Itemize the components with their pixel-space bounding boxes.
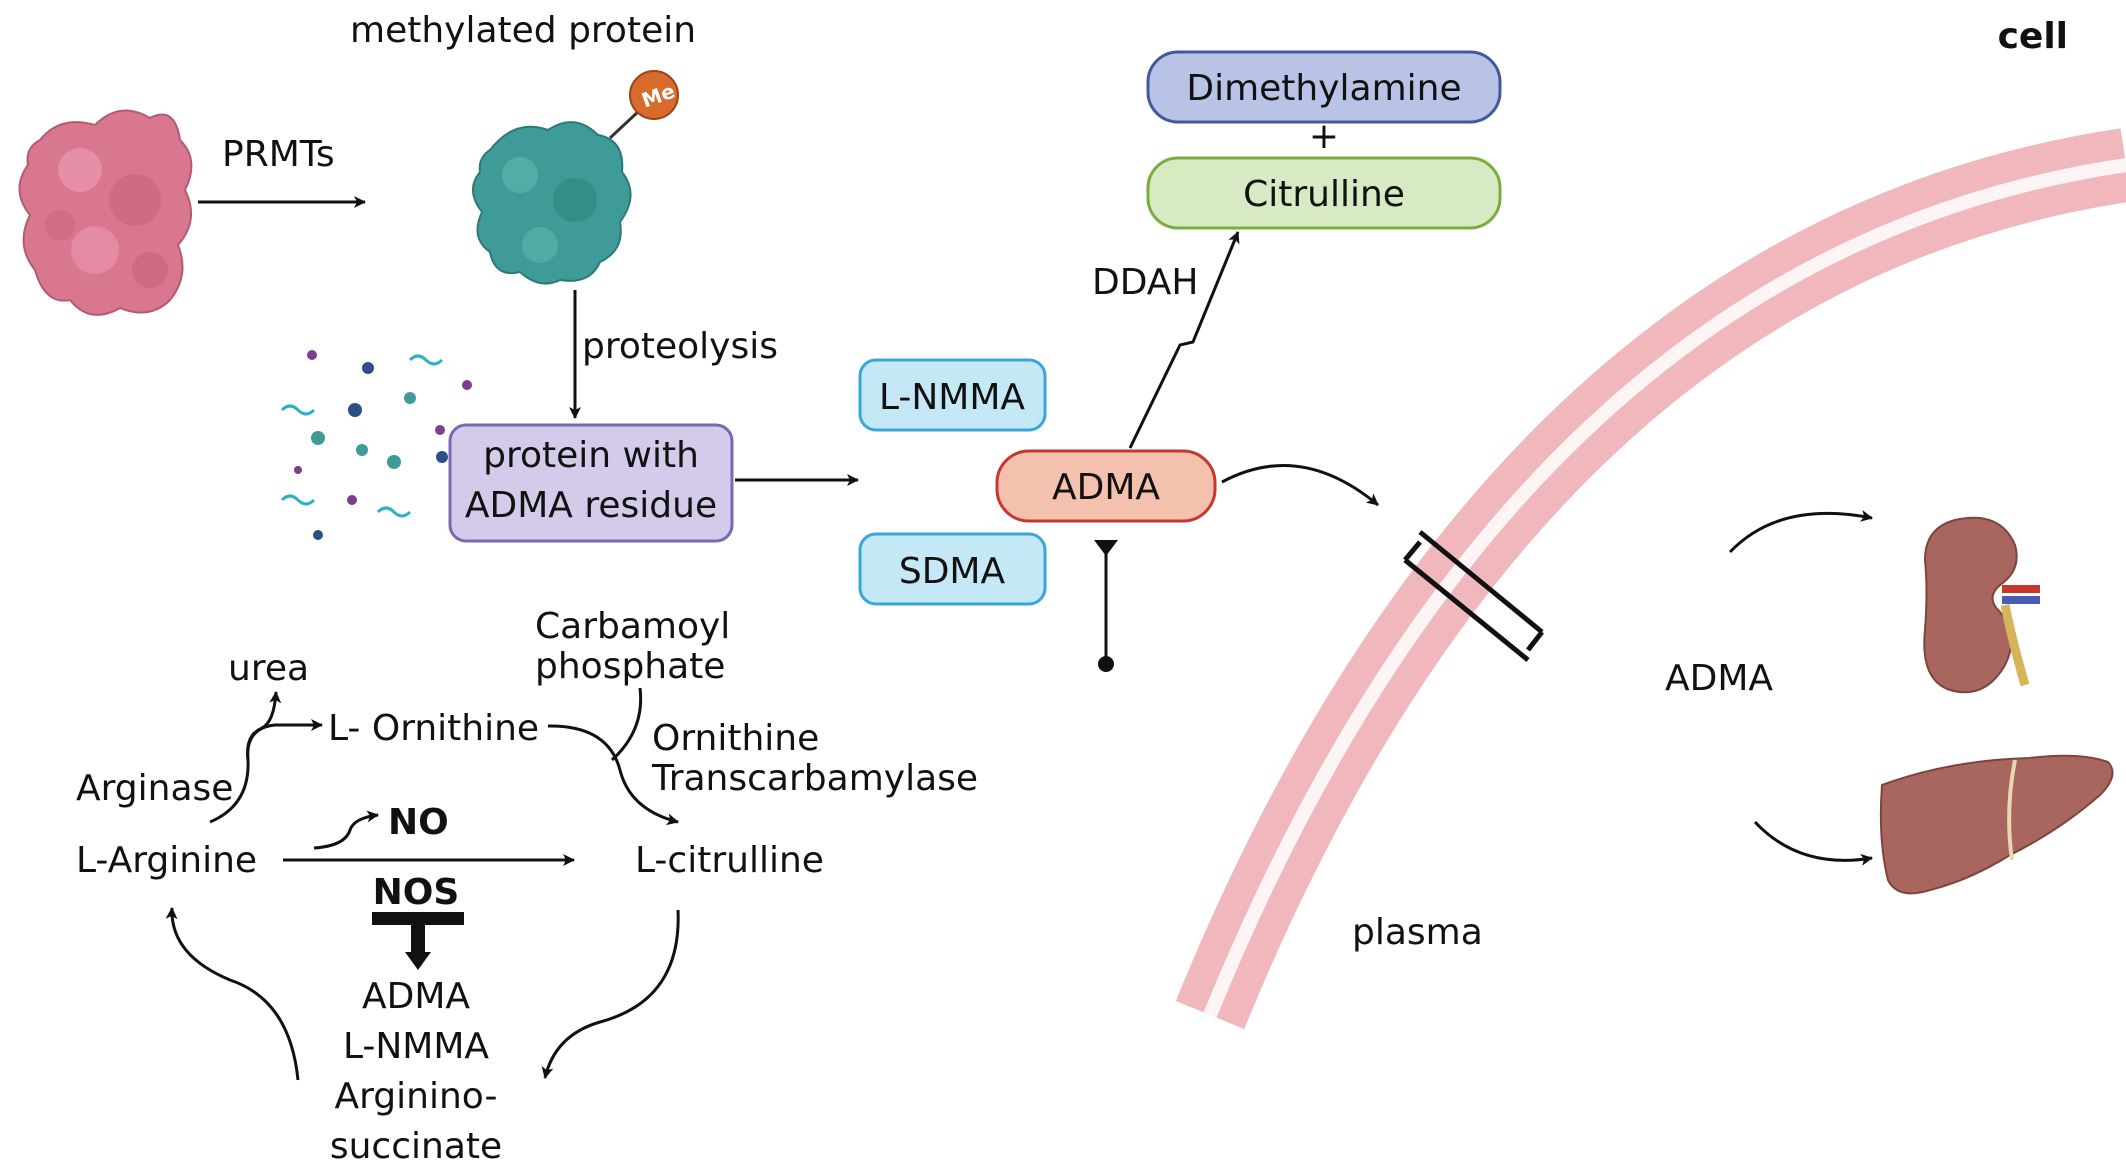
lnmma-box-label: L-NMMA xyxy=(879,377,1025,418)
prmts-label: PRMTs xyxy=(222,134,335,175)
citrulline-return-arrow xyxy=(541,909,680,1079)
to-liver-arrow xyxy=(1753,820,1873,866)
plus-sign: + xyxy=(1309,116,1339,157)
pink-protein-icon xyxy=(18,109,193,316)
l-ornithine-label: L- Ornithine xyxy=(328,708,539,749)
ornithine-to-citrulline-arrow xyxy=(547,724,679,826)
lnmma-box: L-NMMA xyxy=(858,358,1047,432)
no-label: NO xyxy=(388,802,449,843)
nos-inhibition-bar xyxy=(372,912,464,970)
otc-line1: Ornithine xyxy=(652,718,819,759)
proteolysis-label: proteolysis xyxy=(582,326,778,367)
inhibitor-lnmma: L-NMMA xyxy=(343,1026,489,1067)
kidney-icon xyxy=(1923,516,2040,694)
amino-acid-fragments-icon xyxy=(280,350,472,540)
inhibitor-argsucc-line2: succinate xyxy=(330,1126,502,1167)
sdma-box-label: SDMA xyxy=(899,551,1006,592)
protein-adma-residue-box: protein with ADMA residue xyxy=(448,423,734,543)
carbamoyl-line2: phosphate xyxy=(535,646,725,687)
to-no-arrow xyxy=(313,810,379,850)
adma-box: ADMA xyxy=(995,449,1217,523)
cell-label: cell xyxy=(1998,16,2068,57)
l-citrulline-label: L-citrulline xyxy=(635,840,824,881)
teal-protein-icon xyxy=(472,108,642,285)
sdma-box: SDMA xyxy=(858,532,1047,606)
otc-line2: Transcarbamylase xyxy=(651,758,978,799)
urea-label: urea xyxy=(228,648,309,689)
adma-box-label: ADMA xyxy=(1052,467,1160,508)
methylated-protein-label: methylated protein xyxy=(350,10,696,51)
to-kidney-arrow xyxy=(1728,510,1873,554)
export-arrow xyxy=(1221,464,1379,507)
l-arginine-label: L-Arginine xyxy=(76,840,257,881)
citrulline-label: Citrulline xyxy=(1243,174,1405,215)
to-arginine-arrow xyxy=(165,907,300,1081)
cell-membrane xyxy=(1175,128,2126,1029)
carbamoyl-line1: Carbamoyl xyxy=(535,606,730,647)
plasma-label: plasma xyxy=(1352,912,1483,953)
citrulline-box: Citrulline xyxy=(1146,156,1502,230)
ddah-arrow xyxy=(1128,231,1240,449)
ddah-label: DDAH xyxy=(1092,262,1199,303)
protein-adma-line2: ADMA residue xyxy=(465,485,717,526)
dimethylamine-label: Dimethylamine xyxy=(1186,68,1461,109)
to-urea-arrow xyxy=(246,691,282,761)
methyl-badge: Me xyxy=(629,70,679,120)
liver-icon xyxy=(1879,754,2114,895)
arginase-label: Arginase xyxy=(76,768,233,809)
transport-arrows xyxy=(1403,530,1544,662)
nos-label: NOS xyxy=(373,872,460,913)
inhibitor-adma: ADMA xyxy=(362,976,470,1017)
carbamoyl-join xyxy=(610,687,643,762)
inhibition-marker xyxy=(1094,540,1118,672)
protein-adma-line1: protein with xyxy=(483,435,699,476)
plasma-adma-label: ADMA xyxy=(1665,658,1773,699)
inhibitor-argsucc-line1: Arginino- xyxy=(335,1076,498,1117)
dimethylamine-box: Dimethylamine xyxy=(1146,50,1502,124)
